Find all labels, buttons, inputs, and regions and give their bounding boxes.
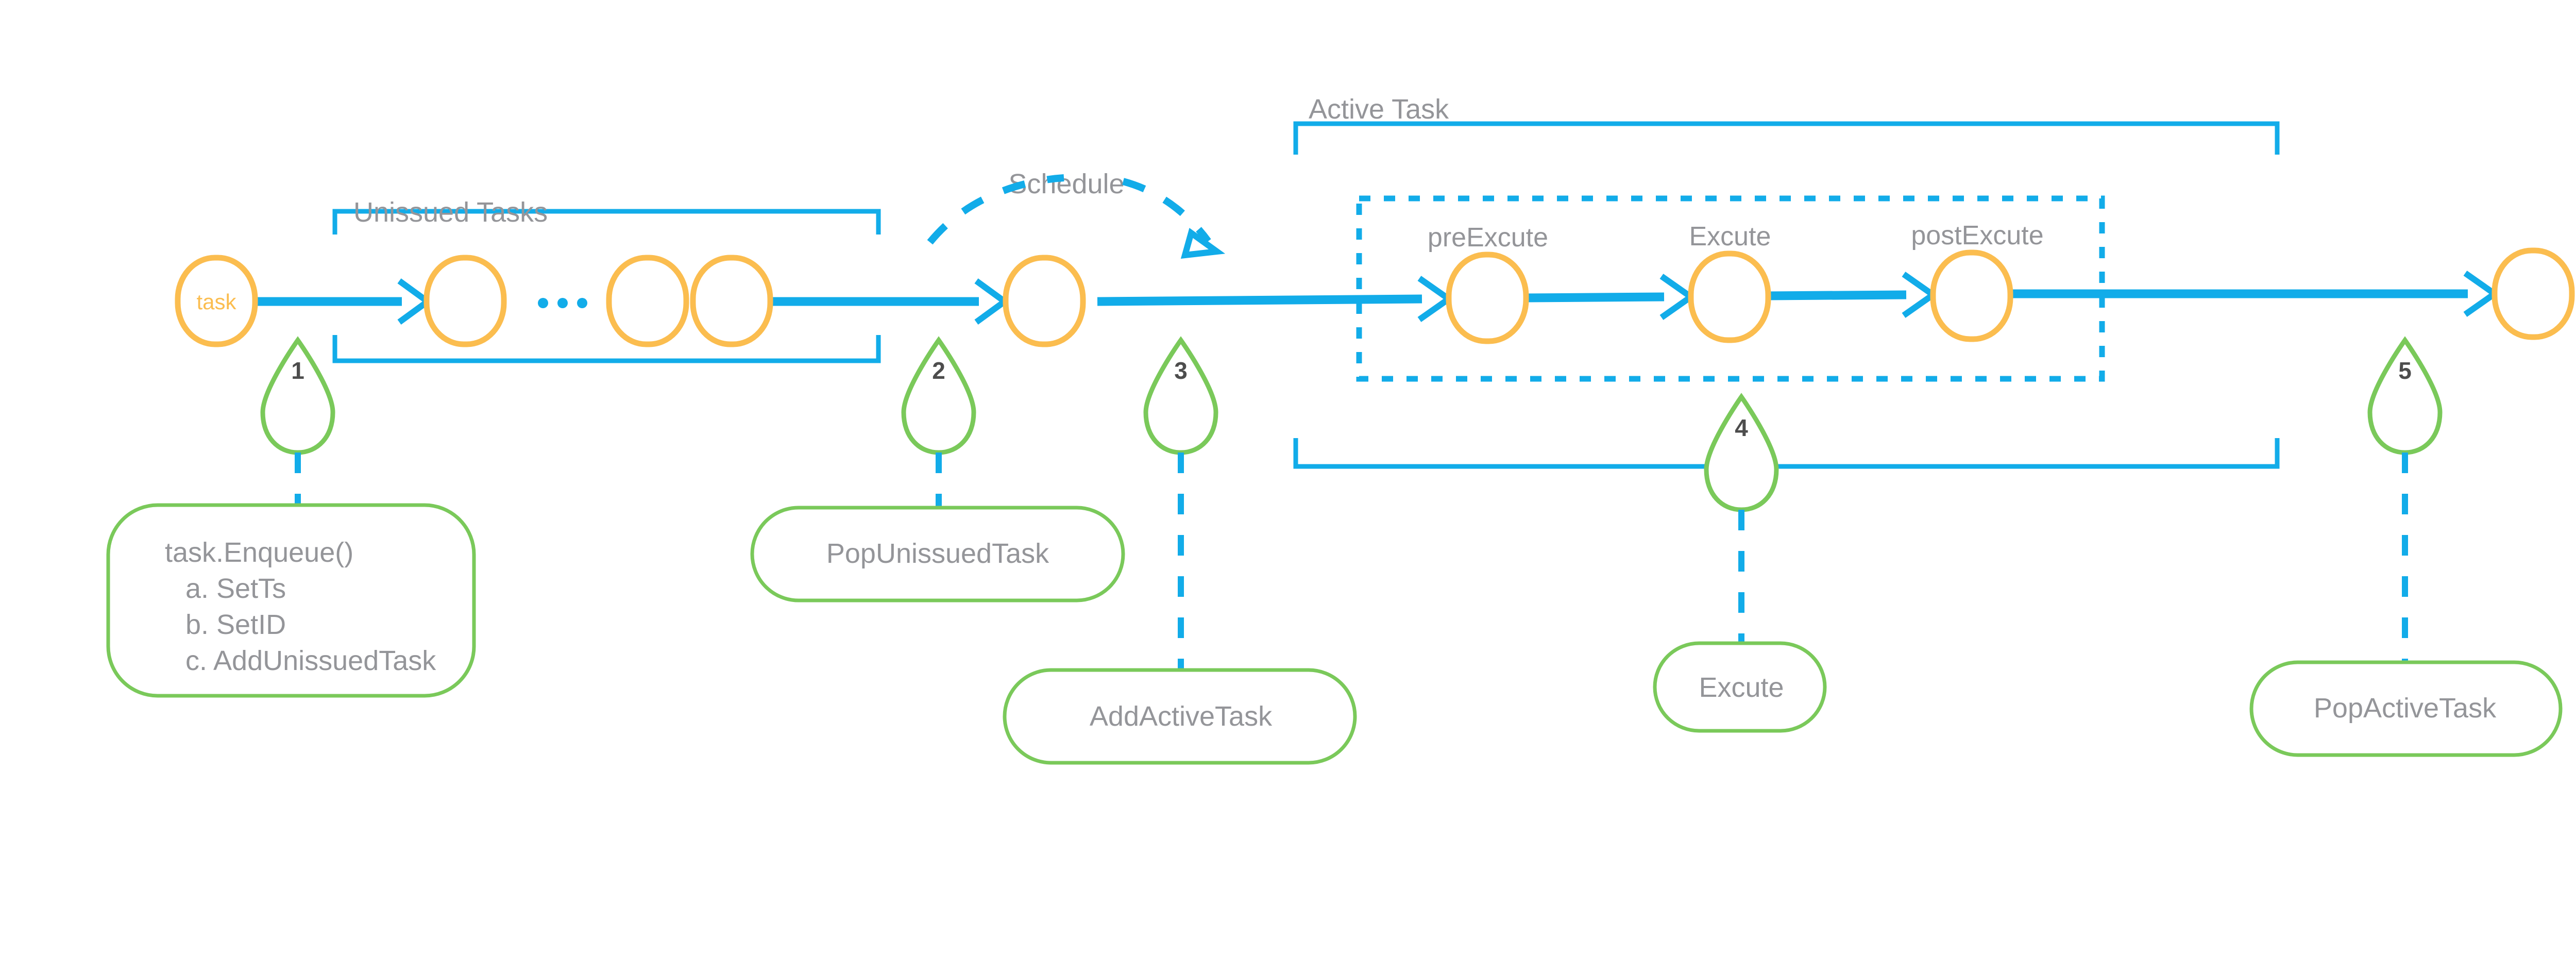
excute-label: Excute (1689, 222, 1771, 252)
task-enqueue-line-1: task.Enqueue() (165, 537, 353, 568)
pop-unissued-task-callout-box[interactable] (750, 506, 1125, 602)
pin-marker-4[interactable] (1704, 393, 1779, 512)
pop-active-task-label: PopActiveTask (2314, 693, 2497, 724)
node-excute[interactable] (1688, 250, 1771, 343)
pop-unissued-task-label: PopUnissuedTask (826, 538, 1049, 569)
arrow-head-3-icon (1417, 276, 1454, 322)
schedule-arc-left (927, 174, 1064, 245)
ellipsis-dot-2 (557, 298, 568, 308)
node-unissued-3[interactable] (690, 255, 773, 347)
arrow-head-2-icon (974, 278, 1010, 325)
ellipsis-dot-3 (577, 298, 587, 308)
node-task[interactable] (175, 255, 258, 347)
node-unissued-1[interactable] (423, 255, 507, 347)
node-task-label: task (196, 290, 236, 314)
unissued-tasks-label: Unissued Tasks (353, 197, 548, 228)
excute-callout-box[interactable] (1653, 641, 1827, 733)
execution-phase-dotted-box (1356, 195, 2105, 382)
pre-excute-label: preExcute (1428, 223, 1548, 253)
task-enqueue-line-2: a. SetTs (185, 573, 286, 604)
arrow-head-4-icon (1659, 274, 1697, 320)
add-active-task-callout-box[interactable] (1003, 668, 1357, 765)
pin-2-label: 2 (932, 357, 945, 384)
node-pre-excute[interactable] (1446, 252, 1529, 344)
task-enqueue-line-3: b. SetID (185, 609, 286, 640)
task-enqueue-line-4: c. AddUnissuedTask (185, 645, 436, 676)
schedule-arc-right (1122, 178, 1211, 244)
pop-active-task-callout-box[interactable] (2249, 660, 2563, 757)
ellipsis-dot-1 (538, 298, 548, 308)
flow-segment-pre-to-excute (1524, 292, 1665, 303)
flow-segment-excute-to-post (1767, 290, 1907, 300)
unissued-tasks-bracket-top (332, 209, 881, 235)
active-task-label: Active Task (1309, 94, 1449, 125)
arrow-head-1-icon (397, 278, 433, 325)
pin-5-label: 5 (2398, 357, 2412, 384)
node-unissued-2[interactable] (606, 255, 689, 347)
active-task-bracket-bottom (1293, 438, 2280, 469)
node-scheduled[interactable] (1003, 255, 1086, 347)
unissued-tasks-bracket-bottom (332, 335, 881, 363)
arrow-head-6-icon (2463, 271, 2500, 317)
task-enqueue-callout-box[interactable] (106, 503, 476, 698)
flow-segment-schedule-to-pre (1097, 294, 1422, 306)
node-completed[interactable] (2492, 247, 2575, 340)
pin-1-label: 1 (291, 357, 304, 384)
pin-3-label: 3 (1174, 357, 1188, 384)
schedule-arrow-head-icon (1180, 228, 1226, 259)
node-post-excute[interactable] (1930, 249, 2013, 342)
pin-4-label: 4 (1735, 414, 1748, 441)
schedule-label: Schedule (1008, 169, 1124, 199)
add-active-task-label: AddActiveTask (1090, 701, 1273, 732)
post-excute-label: postExcute (1911, 221, 2043, 250)
active-task-bracket-top (1293, 121, 2280, 155)
arrow-head-5-icon (1902, 272, 1939, 318)
excute-callout-label: Excute (1699, 672, 1784, 703)
